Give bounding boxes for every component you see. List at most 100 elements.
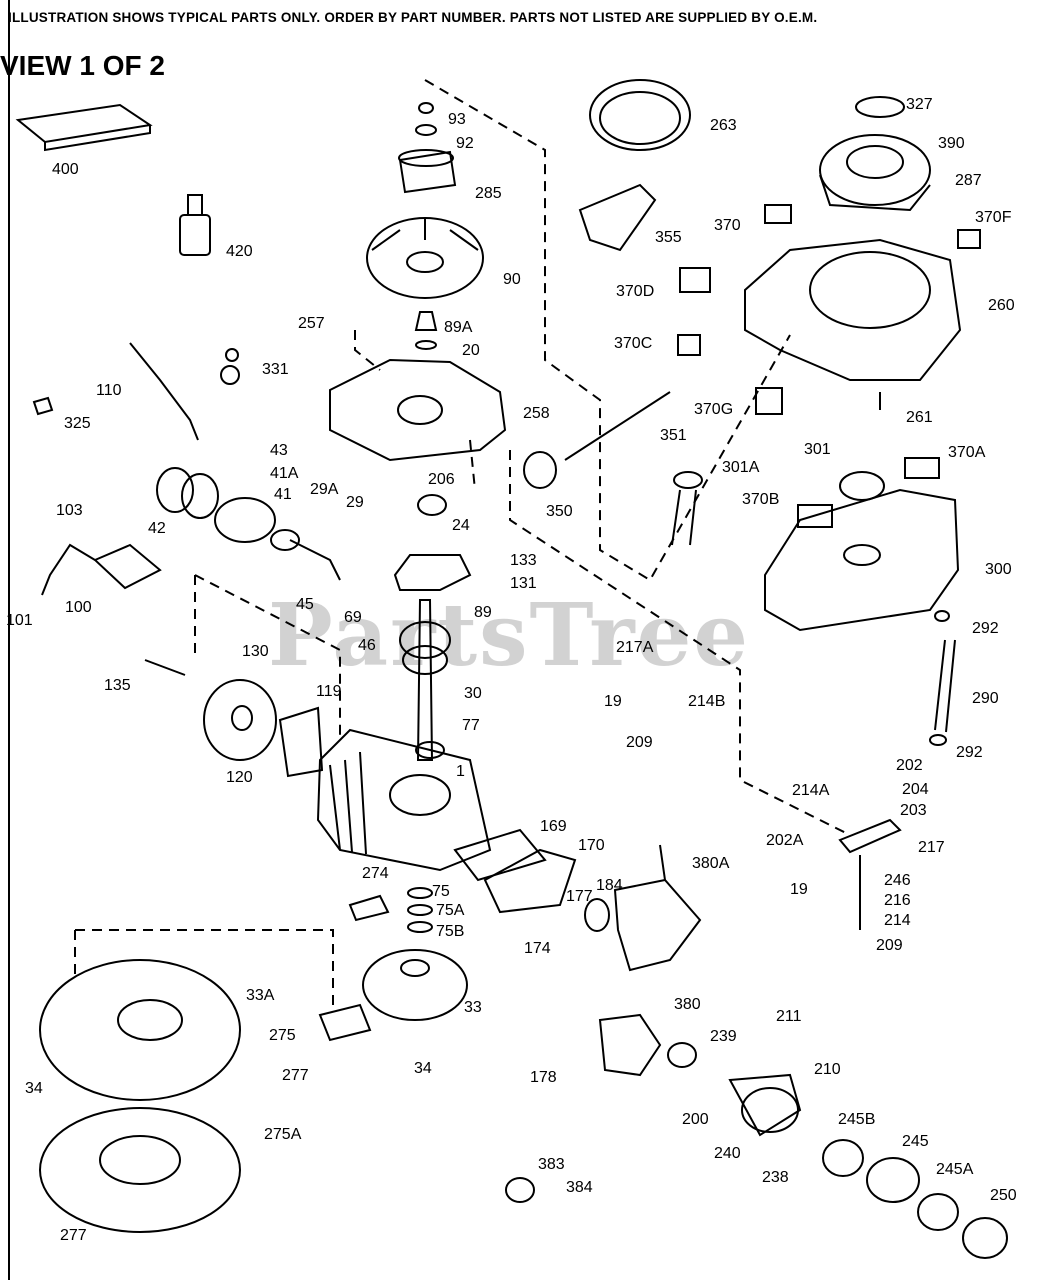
part-label-301: 301 (804, 441, 831, 458)
part-label-135: 135 (104, 677, 131, 694)
part-label-370a: 370A (948, 444, 986, 461)
part-label-119: 119 (316, 683, 342, 700)
part-label-90: 90 (503, 271, 521, 288)
part-label-245b: 245B (838, 1111, 876, 1128)
part-label-216: 216 (884, 892, 911, 909)
part-label-390: 390 (938, 135, 965, 152)
part-label-89: 89 (474, 604, 492, 621)
part-label-1: 1 (456, 763, 465, 780)
part-label-30: 30 (464, 685, 482, 702)
part-label-20: 20 (462, 342, 480, 359)
part-label-370d: 370D (616, 283, 655, 300)
part-label-275a: 275A (264, 1126, 302, 1143)
part-label-75: 75 (432, 883, 450, 900)
part-label-77: 77 (462, 717, 480, 734)
part-label-19-secondary: 19 (790, 881, 808, 898)
part-label-43: 43 (270, 442, 288, 459)
part-label-380a: 380A (692, 855, 730, 872)
part-label-133: 133 (510, 552, 537, 569)
part-label-370g: 370G (694, 401, 734, 418)
part-label-29a: 29A (310, 481, 339, 498)
part-label-327: 327 (906, 96, 933, 113)
part-label-19: 19 (604, 693, 622, 710)
part-label-46: 46 (358, 637, 376, 654)
part-label-260: 260 (988, 297, 1015, 314)
part-label-380: 380 (674, 996, 701, 1013)
part-label-325: 325 (64, 415, 91, 432)
part-label-24: 24 (452, 517, 470, 534)
page-border-line (8, 0, 10, 1280)
part-label-350: 350 (546, 503, 573, 520)
part-label-245a: 245A (936, 1161, 974, 1178)
part-label-200: 200 (682, 1111, 709, 1128)
part-label-178: 178 (530, 1069, 557, 1086)
part-label-258: 258 (523, 405, 550, 422)
part-label-239: 239 (710, 1028, 737, 1045)
part-label-41: 41 (274, 486, 292, 503)
part-label-287: 287 (955, 172, 982, 189)
part-label-370: 370 (714, 217, 741, 234)
part-label-351: 351 (660, 427, 687, 444)
part-label-89a: 89A (444, 319, 473, 336)
part-label-238: 238 (762, 1169, 789, 1186)
part-label-383: 383 (538, 1156, 565, 1173)
part-label-261: 261 (906, 409, 933, 426)
part-label-277: 277 (282, 1067, 309, 1084)
part-label-240: 240 (714, 1145, 741, 1162)
part-label-42: 42 (148, 520, 166, 537)
part-label-202a: 202A (766, 832, 804, 849)
part-label-184: 184 (596, 877, 623, 894)
part-label-33a: 33A (246, 987, 275, 1004)
part-label-384: 384 (566, 1179, 593, 1196)
part-label-331: 331 (262, 361, 289, 378)
part-label-370f: 370F (975, 209, 1012, 226)
part-label-204: 204 (902, 781, 929, 798)
part-label-34: 34 (414, 1060, 432, 1077)
view-title: VIEW 1 OF 2 (0, 50, 165, 81)
part-label-214b: 214B (688, 693, 726, 710)
part-label-217a: 217A (616, 639, 654, 656)
part-label-355: 355 (655, 229, 682, 246)
part-label-263: 263 (710, 117, 737, 134)
part-label-206: 206 (428, 471, 455, 488)
part-label-93: 93 (448, 111, 466, 128)
diagram-notice: ILLUSTRATION SHOWS TYPICAL PARTS ONLY. O… (8, 10, 818, 25)
part-label-100: 100 (65, 599, 92, 616)
part-label-131: 131 (510, 575, 537, 592)
part-label-170: 170 (578, 837, 605, 854)
part-label-41a: 41A (270, 465, 299, 482)
part-label-29: 29 (346, 494, 364, 511)
part-label-370b: 370B (742, 491, 780, 508)
part-label-420: 420 (226, 243, 253, 260)
part-label-130: 130 (242, 643, 269, 660)
part-label-370c: 370C (614, 335, 653, 352)
part-label-246: 246 (884, 872, 911, 889)
part-label-101: 101 (6, 612, 33, 629)
part-label-217: 217 (918, 839, 945, 856)
part-label-250: 250 (990, 1187, 1017, 1204)
part-label-110: 110 (96, 382, 122, 399)
part-label-120: 120 (226, 769, 253, 786)
part-label-69: 69 (344, 609, 362, 626)
part-label-34-secondary: 34 (25, 1080, 43, 1097)
part-label-275: 275 (269, 1027, 296, 1044)
part-label-210: 210 (814, 1061, 841, 1078)
watermark-logo: PartsTree (268, 585, 751, 686)
part-label-174: 174 (524, 940, 551, 957)
part-label-290: 290 (972, 690, 999, 707)
part-label-245: 245 (902, 1133, 929, 1150)
part-label-169: 169 (540, 818, 567, 835)
part-label-202: 202 (896, 757, 923, 774)
part-label-203: 203 (900, 802, 927, 819)
part-label-214: 214 (884, 912, 911, 929)
part-label-45: 45 (296, 596, 314, 613)
part-label-33: 33 (464, 999, 482, 1016)
part-label-400: 400 (52, 161, 79, 178)
part-label-214a: 214A (792, 782, 830, 799)
part-label-277-secondary: 277 (60, 1227, 87, 1244)
part-label-301a: 301A (722, 459, 760, 476)
part-label-75b: 75B (436, 923, 465, 940)
part-label-209: 209 (626, 734, 653, 751)
